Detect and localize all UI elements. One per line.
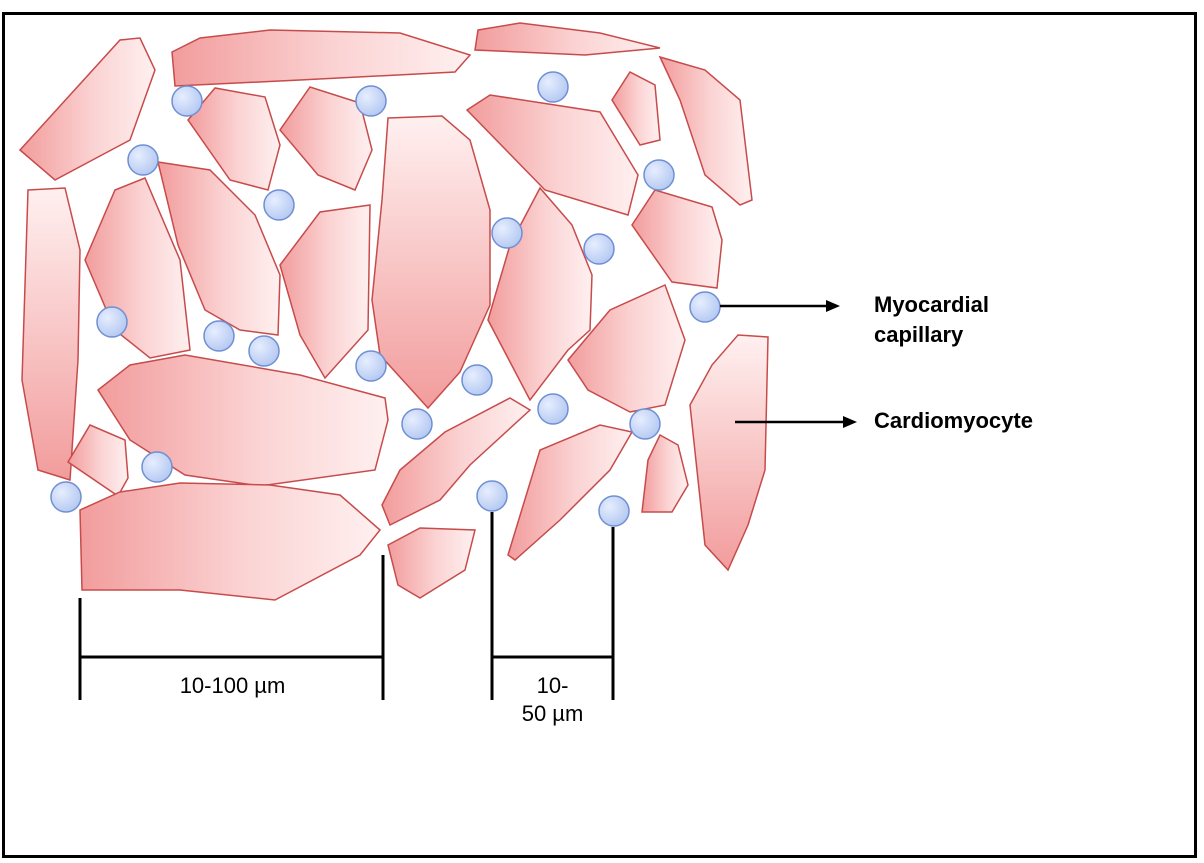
scale-label-capillary-line1: 10- xyxy=(500,672,605,700)
capillary-label-line1: Myocardial xyxy=(874,290,989,320)
cardiomyocyte xyxy=(612,72,660,145)
capillary xyxy=(630,409,660,439)
cardiomyocyte xyxy=(68,425,128,496)
cardiomyocyte-label: Cardiomyocyte xyxy=(874,406,1033,436)
cardiomyocyte-cells xyxy=(20,23,768,600)
capillary xyxy=(690,292,720,322)
capillary xyxy=(356,86,386,116)
cardiomyocyte xyxy=(467,95,638,215)
arrow-right-icon xyxy=(826,300,840,312)
scale-label-capillary-line2: 50 µm xyxy=(500,700,605,728)
arrow-right-icon xyxy=(843,416,857,428)
capillary xyxy=(97,307,127,337)
capillary xyxy=(51,482,81,512)
cardiomyocyte xyxy=(372,116,490,408)
capillary xyxy=(249,336,279,366)
cardiomyocyte xyxy=(22,188,80,480)
capillary xyxy=(599,496,629,526)
cardiomyocyte xyxy=(80,483,380,600)
cardiomyocyte xyxy=(280,205,370,378)
capillary xyxy=(644,160,674,190)
capillary xyxy=(172,86,202,116)
scale-label-capillary: 10- 50 µm xyxy=(500,672,605,728)
capillary-label-line2: capillary xyxy=(874,320,989,350)
capillary-label: Myocardial capillary xyxy=(874,290,989,350)
cardiomyocyte xyxy=(388,528,475,598)
capillary xyxy=(264,190,294,220)
capillary xyxy=(584,234,614,264)
capillary xyxy=(356,351,386,381)
capillary xyxy=(142,452,172,482)
capillary xyxy=(538,394,568,424)
cardiomyocyte xyxy=(690,335,768,570)
capillary xyxy=(538,72,568,102)
capillary xyxy=(492,218,522,248)
capillary xyxy=(402,409,432,439)
scale-label-cell: 10-100 µm xyxy=(160,672,305,700)
cardiomyocyte xyxy=(642,435,688,512)
capillary xyxy=(128,145,158,175)
capillary xyxy=(204,321,234,351)
capillary xyxy=(477,481,507,511)
cardiomyocyte xyxy=(172,30,470,86)
cardiomyocyte xyxy=(660,57,752,205)
cardiomyocyte xyxy=(632,190,722,288)
capillary xyxy=(462,365,492,395)
cardiomyocyte xyxy=(475,23,660,55)
